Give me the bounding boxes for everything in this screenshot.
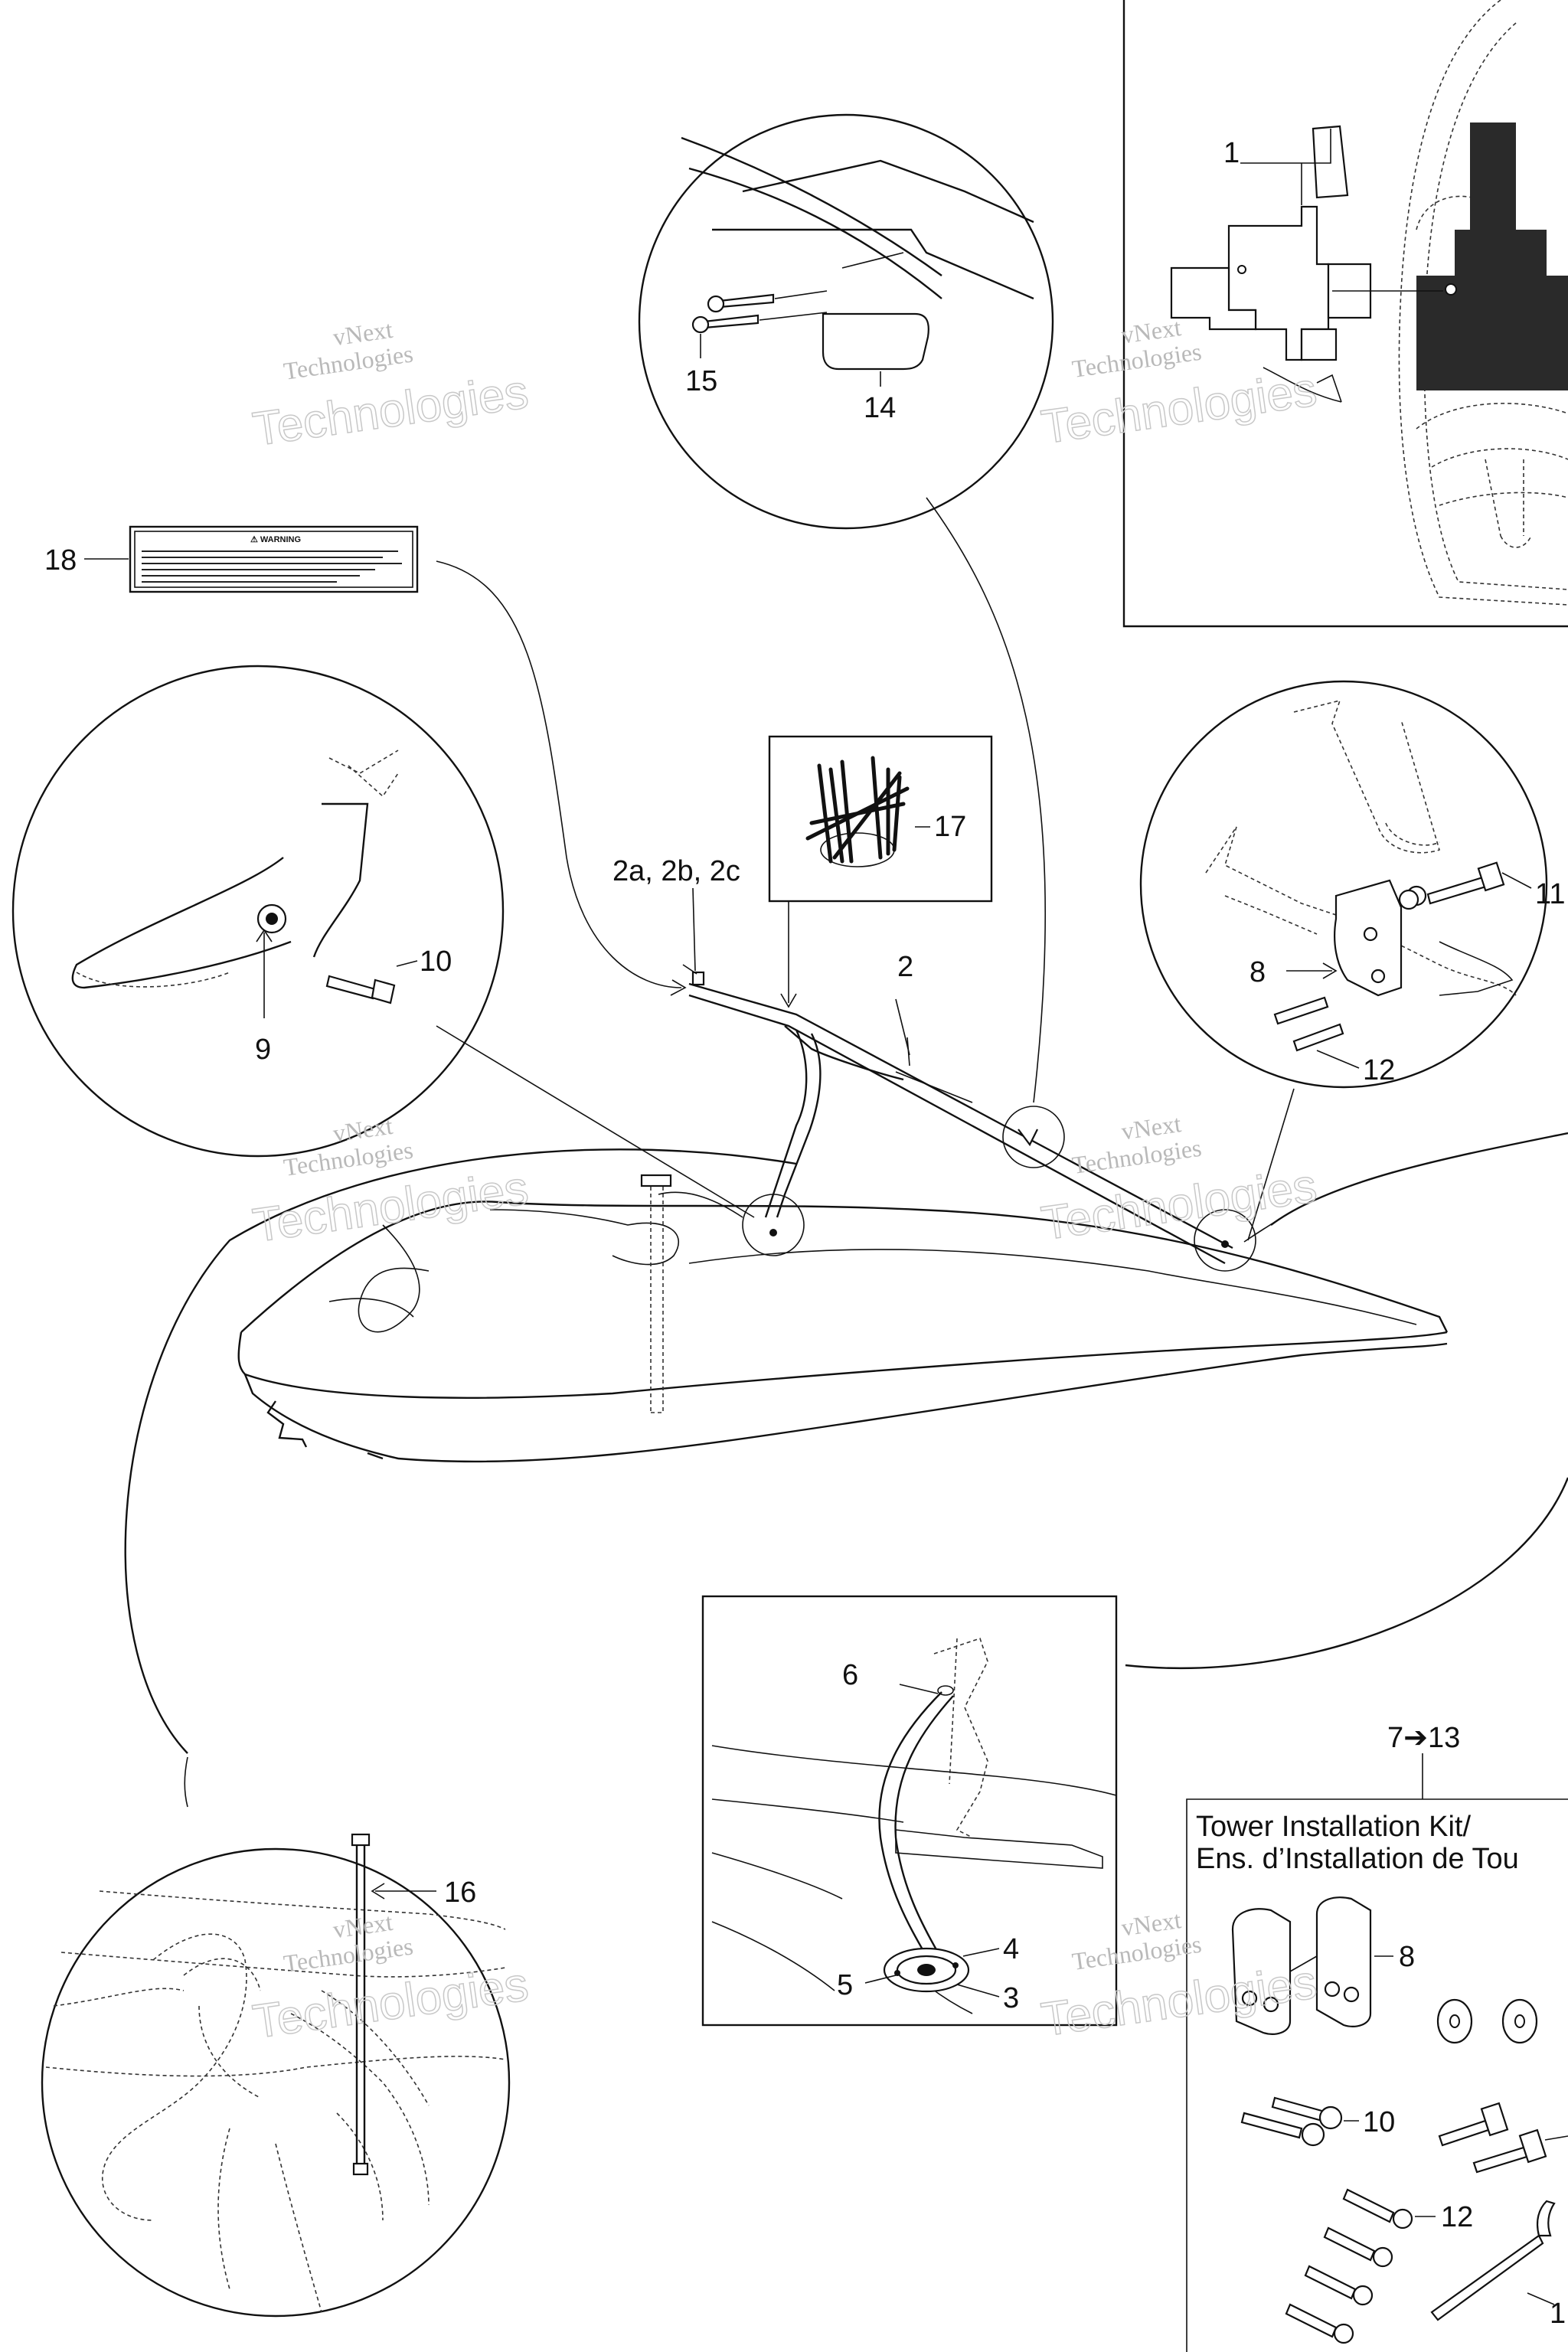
callout-10-kit: 10: [1363, 2106, 1395, 2138]
warning-label-group: ⚠ WARNING 18: [44, 525, 687, 996]
kit-title-line1: Tower Installation Kit/: [1196, 1811, 1471, 1843]
callout-5: 5: [837, 1969, 853, 2001]
warning-label-heading: ⚠ WARNING: [250, 535, 301, 544]
callout-1: 1: [1223, 137, 1240, 169]
callout-15: 15: [685, 365, 717, 397]
callout-12-kit: 12: [1441, 2201, 1473, 2233]
callout-10-detail: 10: [420, 946, 452, 978]
connector-mirror-to-tower: [926, 497, 1046, 1103]
boat-top-view-panel: 1: [1122, 0, 1568, 628]
callout-9: 9: [255, 1034, 271, 1066]
watermark-3: vNext Technologies Technologies: [249, 1112, 532, 1253]
callout-3: 3: [1003, 1982, 1019, 2014]
callout-7-13: 7➔13: [1387, 1722, 1460, 1754]
mirror-detail-circle: 15 14: [638, 113, 1054, 530]
callout-partial: 1: [1550, 2298, 1566, 2330]
rod-kit-box: 17: [768, 735, 993, 1008]
strap-detail-box: 6 4 3 5: [701, 1595, 1118, 2027]
callout-8-kit: 8: [1399, 1941, 1415, 1973]
watermark-1: vNext Technologies Technologies: [249, 315, 532, 457]
callout-4: 4: [1003, 1933, 1019, 1965]
callout-14: 14: [864, 392, 896, 424]
boat-side-view: 2 2a, 2b, 2c: [124, 855, 1568, 1754]
watermark-4: vNext Technologies Technologies: [1037, 1109, 1321, 1251]
callout-11: 11: [1535, 878, 1565, 910]
right-bracket-detail-circle: 11 8 12: [1139, 680, 1565, 1241]
watermark-5: vNext Technologies Technologies: [249, 1908, 532, 2050]
callout-2: 2: [897, 951, 913, 983]
left-bracket-detail-circle: 10 9: [11, 665, 755, 1218]
callout-2abc: 2a, 2b, 2c: [612, 855, 740, 887]
bottom-left-detail-circle: 16: [41, 1756, 511, 2318]
callout-8-detail: 8: [1250, 956, 1266, 988]
kit-title-line2: Ens. d’Installation de Tou: [1196, 1843, 1519, 1875]
callout-6: 6: [842, 1659, 858, 1691]
callout-18: 18: [44, 544, 77, 577]
callout-17: 17: [934, 811, 966, 843]
installation-kit-panel: 7➔13 Tower Installation Kit/ Ens. d’Inst…: [1186, 1722, 1568, 2352]
callout-16: 16: [444, 1877, 476, 1909]
callout-12-detail: 12: [1363, 1054, 1395, 1086]
